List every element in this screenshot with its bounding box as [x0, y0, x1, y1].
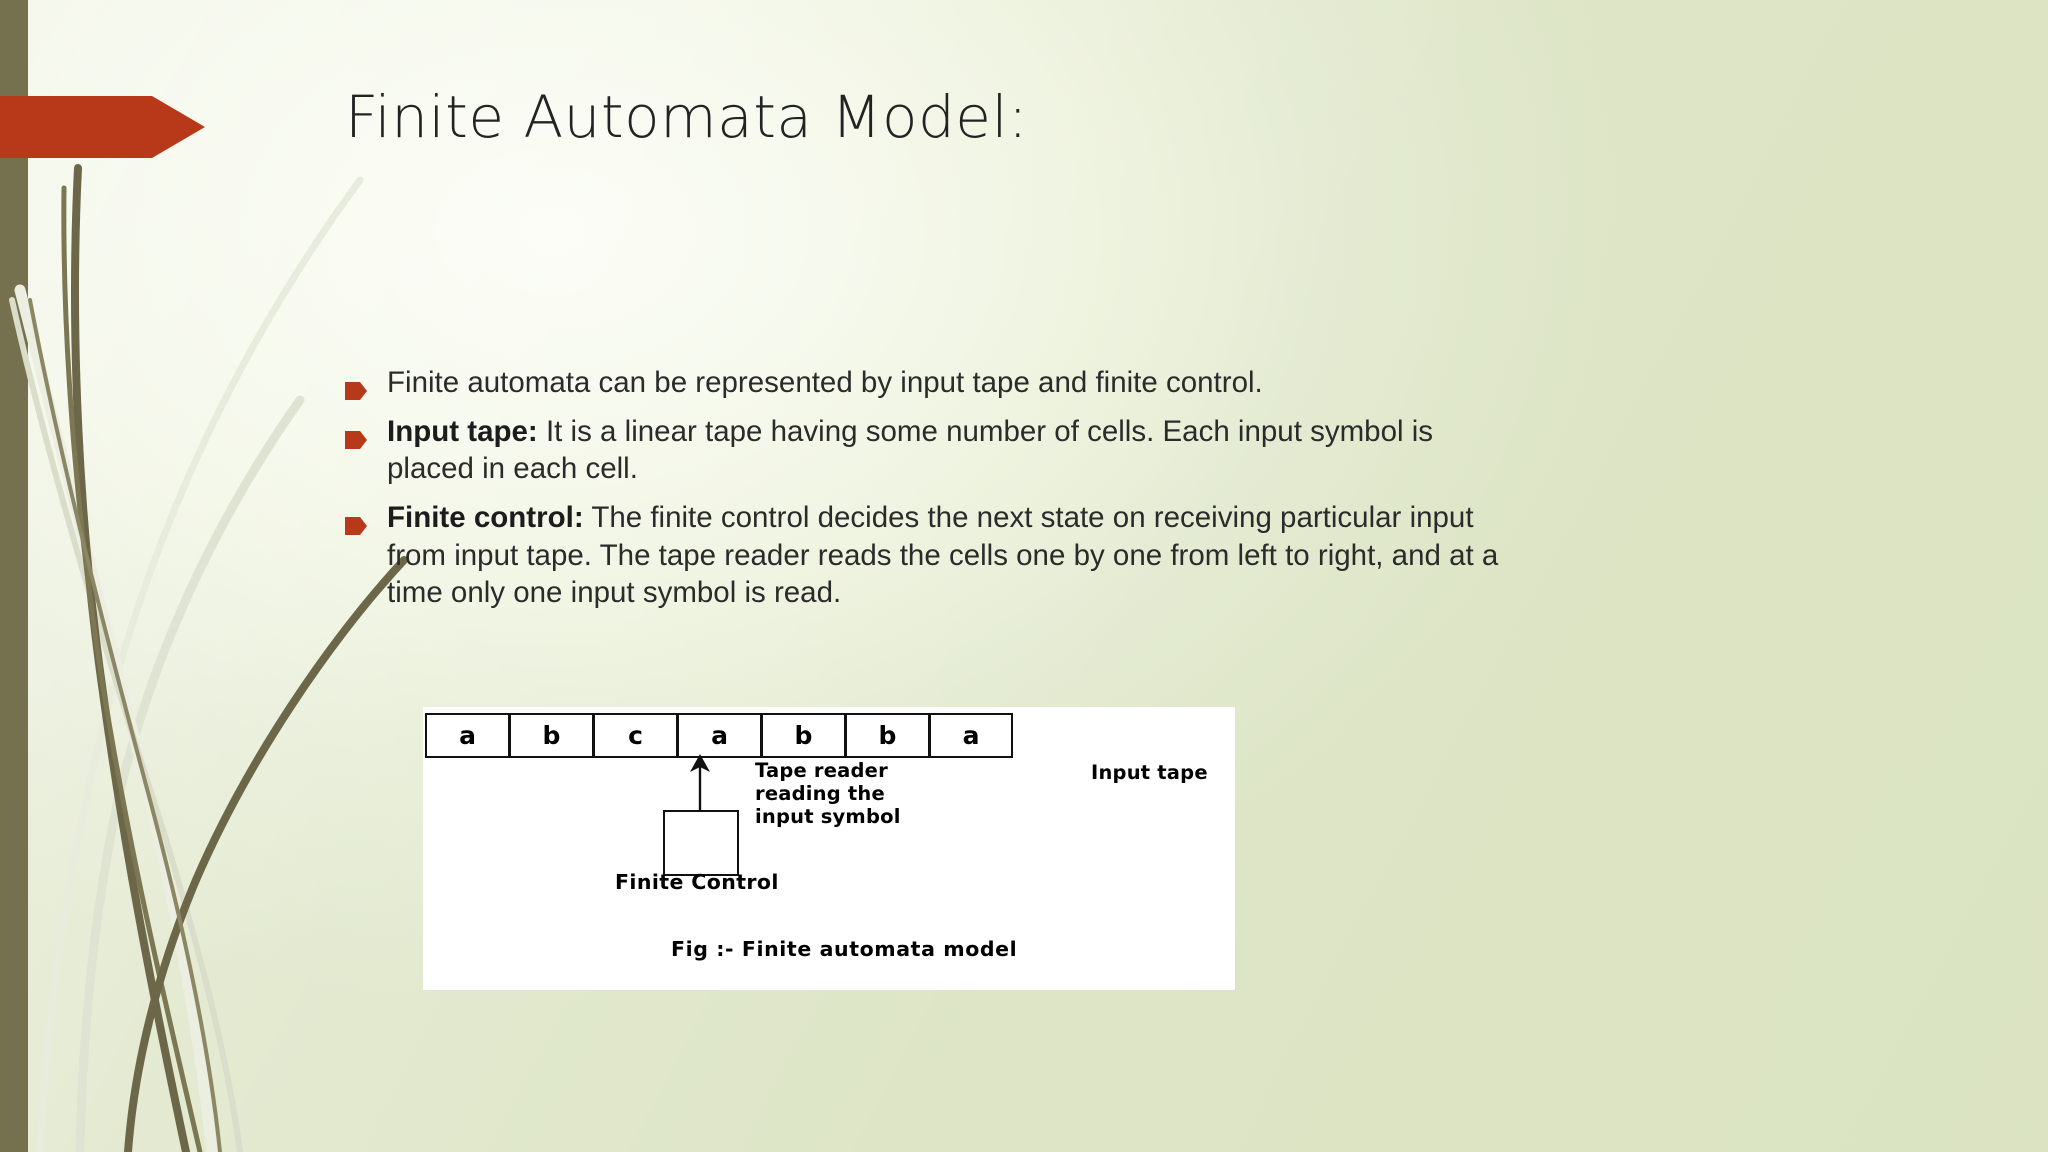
arrow-bullet-icon — [345, 517, 367, 536]
list-item-text: Finite automata can be represented by in… — [387, 364, 1505, 401]
list-item: Finite automata can be represented by in… — [345, 364, 1505, 401]
bullet-list: Finite automata can be represented by in… — [345, 364, 1505, 623]
tape-cell: b — [509, 713, 593, 758]
tape-reader-label-line1: Tape reader — [755, 759, 888, 782]
list-item-body: It is a linear tape having some number o… — [387, 415, 1434, 486]
arrow-bullet-icon — [345, 382, 367, 400]
tape-cell: a — [425, 713, 509, 758]
finite-automata-diagram: a b c a b b a Tape reader reading the in… — [423, 707, 1235, 990]
figure-caption: Fig :- Finite automata model — [671, 937, 1018, 961]
tape-cell: c — [593, 713, 677, 758]
list-item-text: Finite control: The finite control decid… — [387, 499, 1505, 610]
left-accent-stripe — [0, 0, 28, 1152]
tape-reader-label: Tape reader reading the input symbol — [755, 759, 901, 828]
list-item-text: Input tape: It is a linear tape having s… — [387, 413, 1505, 487]
list-item-lead: Input tape: — [387, 415, 538, 449]
list-item: Input tape: It is a linear tape having s… — [345, 413, 1505, 487]
arrow-bullet-icon — [345, 431, 367, 450]
list-item-lead: Finite control: — [387, 501, 584, 535]
input-tape-strip: a b c a b b a — [425, 713, 1013, 758]
tape-cell: b — [845, 713, 929, 758]
tape-cell: b — [761, 713, 845, 758]
list-item-body: Finite automata can be represented by in… — [387, 366, 1263, 399]
tape-reader-label-line2: reading the — [755, 781, 885, 805]
tape-cell: a — [677, 713, 761, 758]
tape-cell: a — [929, 713, 1013, 758]
list-item-body: The finite control decides the next stat… — [387, 501, 1499, 609]
finite-control-label: Finite Control — [615, 870, 779, 894]
list-item: Finite control: The finite control decid… — [345, 499, 1505, 610]
finite-control-box — [663, 810, 739, 876]
page-title: Finite Automata Model: — [345, 83, 1029, 151]
input-tape-label: Input tape — [1091, 761, 1208, 784]
title-banner-arrow-icon — [0, 96, 205, 158]
tape-reader-label-line3: input symbol — [755, 804, 901, 828]
